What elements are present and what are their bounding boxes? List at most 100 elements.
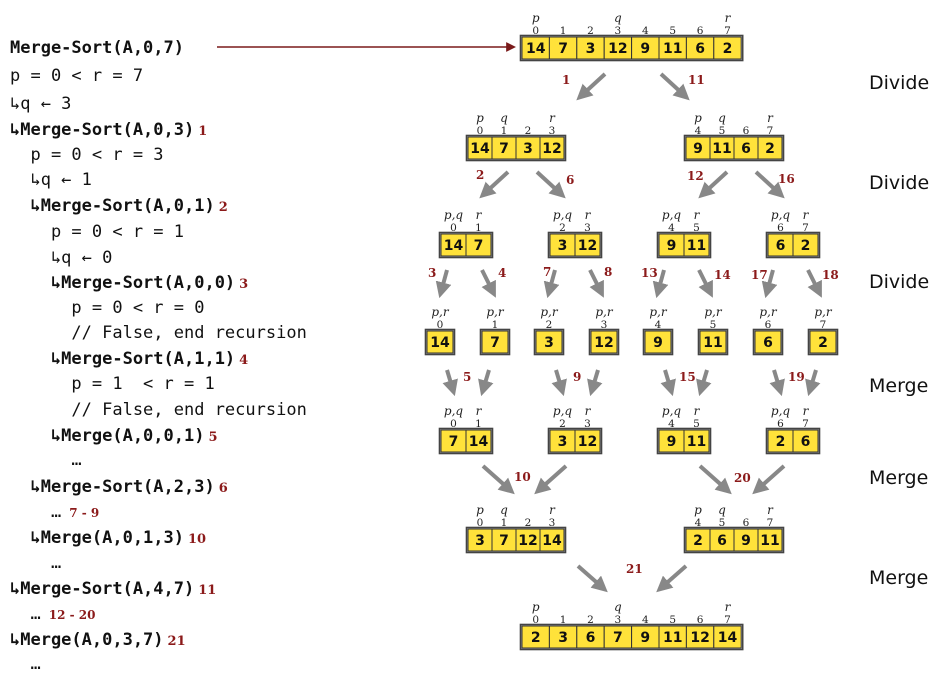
array-cell	[713, 36, 742, 60]
cell-index: 5	[669, 614, 676, 626]
flow-arrow	[698, 170, 729, 199]
step-number: 12 - 20	[48, 608, 96, 622]
pointer-label: r	[476, 208, 483, 222]
cell-value: 12	[578, 434, 597, 450]
cell-index: 3	[615, 25, 622, 37]
cell-index: 7	[820, 319, 827, 331]
step-number: 2	[476, 168, 484, 182]
array-border	[683, 526, 785, 554]
array-s6: 66p,r	[752, 305, 784, 356]
cell-value: 12	[578, 238, 597, 254]
array-border	[519, 34, 744, 62]
cell-index: 0	[477, 517, 484, 529]
cell-value: 9	[667, 238, 677, 254]
trace-line: p = 1 < r = 1	[10, 374, 214, 394]
cell-index: 2	[525, 517, 532, 529]
array-cell	[644, 330, 672, 354]
cell-value: 2	[776, 434, 786, 450]
pointer-label: p,r	[704, 305, 722, 319]
step-number: 3	[239, 277, 249, 292]
trace-line-text: ↳Merge-Sort(A,0,0)	[10, 273, 236, 293]
trace-line-text: …	[10, 450, 82, 470]
array-border	[438, 231, 494, 259]
flow-arrow	[478, 369, 494, 397]
pointer-label: p,q	[771, 404, 790, 418]
pointer-label: p	[476, 111, 484, 125]
cell-value: 14	[718, 630, 738, 646]
flow-arrow	[697, 269, 713, 298]
cell-value: 7	[474, 238, 484, 254]
pointer-label: p,r	[595, 305, 613, 319]
cell-value: 12	[608, 41, 627, 57]
cell-index: 0	[532, 614, 539, 626]
array-cell	[590, 330, 618, 354]
step-number: 13	[641, 266, 658, 280]
step-number: 6	[218, 481, 228, 496]
array-cell	[539, 528, 565, 552]
pointer-label: r	[549, 111, 556, 125]
trace-line-text: ↳Merge-Sort(A,4,7)	[10, 579, 195, 599]
pointer-label: r	[803, 404, 810, 418]
cell-index: 5	[719, 517, 726, 529]
trace-line: p = 0 < r = 3	[10, 145, 164, 165]
cell-index: 3	[584, 418, 591, 430]
cell-index: 1	[501, 125, 508, 137]
cell-value: 11	[663, 41, 682, 57]
cell-index: 6	[743, 517, 750, 529]
cell-value: 7	[499, 141, 509, 157]
array-border	[424, 328, 456, 356]
trace-line-text: p = 0 < r = 3	[10, 145, 164, 165]
array-border	[697, 328, 729, 356]
step-number: 11	[688, 73, 705, 87]
flow-arrow	[435, 269, 452, 299]
array-border	[479, 328, 511, 356]
cell-value: 3	[558, 630, 568, 646]
cell-index: 3	[601, 319, 608, 331]
trace-line: ↳Merge(A,0,3,7)21	[10, 630, 186, 652]
array-s1: 71p,r	[479, 305, 511, 356]
trace-line-text: p = 0 < r = 7	[10, 66, 144, 86]
pointer-label: r	[585, 208, 592, 222]
trace-line: // False, end recursion	[10, 400, 306, 420]
cell-index: 4	[655, 319, 662, 331]
cell-index: 0	[450, 418, 457, 430]
array-border	[807, 328, 839, 356]
array-cell	[713, 625, 742, 649]
pointer-label: r	[725, 11, 732, 25]
pointer-label: r	[476, 404, 483, 418]
trace-line: …	[10, 553, 61, 573]
pointer-label: q	[718, 111, 726, 125]
step-number: 6	[566, 173, 574, 187]
flow-arrow	[698, 464, 732, 495]
cell-value: 3	[544, 335, 554, 351]
cell-value: 14	[470, 141, 490, 157]
cell-index: 4	[668, 222, 675, 234]
step-number: 21	[626, 562, 643, 576]
pointer-label: p	[694, 111, 702, 125]
cell-value: 11	[703, 335, 722, 351]
flow-arrow	[660, 369, 676, 397]
cell-index: 4	[642, 614, 649, 626]
step-number: 9	[573, 370, 581, 384]
trace-line: ↳Merge-Sort(A,1,1)4	[10, 349, 248, 371]
pointer-label: p,q	[553, 208, 572, 222]
flow-arrow	[551, 369, 567, 397]
cell-value: 3	[558, 238, 568, 254]
step-number: 5	[208, 430, 218, 445]
flow-arrow	[543, 269, 560, 299]
array-cell	[426, 330, 454, 354]
cell-index: 1	[492, 319, 499, 331]
trace-line-text: Merge-Sort(A,0,7)	[10, 38, 184, 58]
step-number: 18	[822, 268, 839, 282]
cell-value: 11	[687, 434, 706, 450]
pointer-label: r	[767, 111, 774, 125]
trace-line: ↳Merge(A,0,0,1)5	[10, 426, 218, 448]
cell-index: 3	[549, 517, 556, 529]
pointer-label: p,q	[662, 404, 681, 418]
array-cell	[574, 233, 601, 257]
cell-value: 6	[717, 533, 727, 549]
